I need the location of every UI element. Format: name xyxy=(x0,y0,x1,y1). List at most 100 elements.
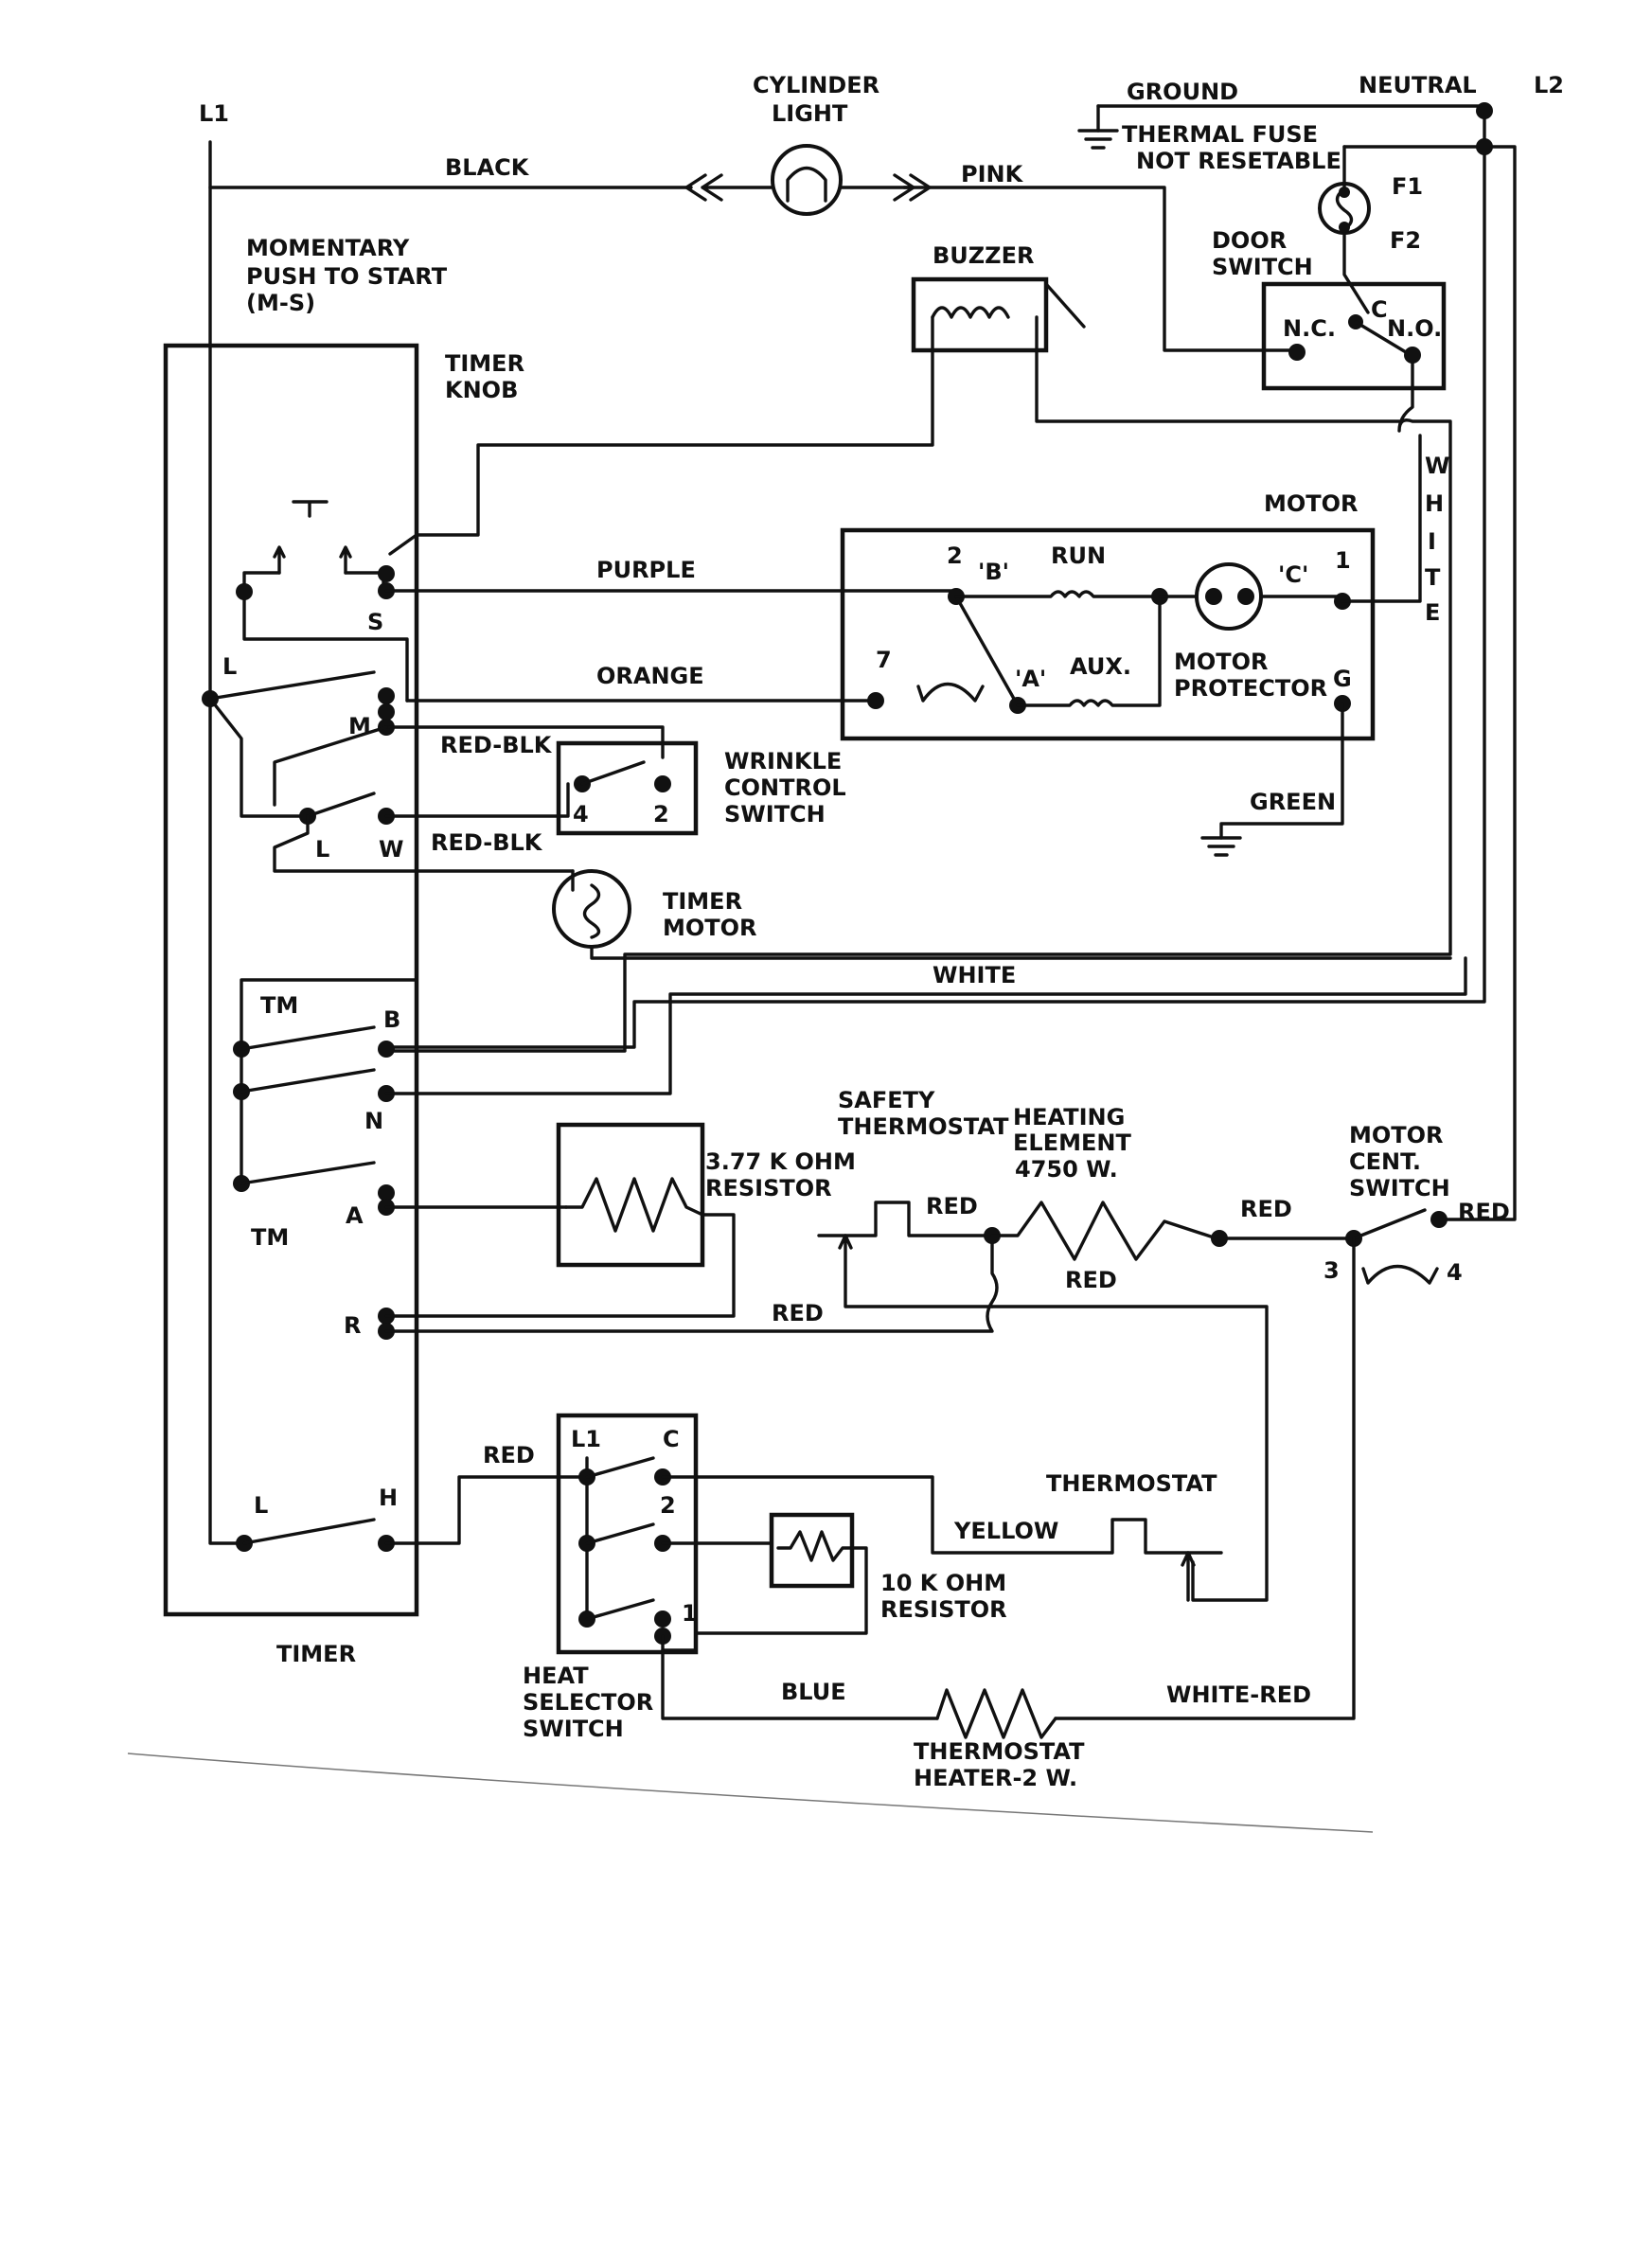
wrinkle-switch-box xyxy=(556,740,699,836)
label-nc: N.C. xyxy=(1283,315,1336,342)
label-timer: TIMER xyxy=(276,1641,356,1667)
label-r: R xyxy=(344,1312,361,1339)
selector-1-terminal-a xyxy=(654,1610,671,1628)
r-to-heater xyxy=(384,1229,999,1333)
b-terminal xyxy=(378,1041,395,1058)
label-cylinder-1: CYLINDER xyxy=(753,72,879,98)
labels: L1 L2 NEUTRAL GROUND CYLINDER LIGHT BLAC… xyxy=(199,72,1564,1791)
neutral-wire xyxy=(384,110,1486,1049)
label-yellow: YELLOW xyxy=(953,1518,1058,1544)
label-thermostat-heater-2: HEATER-2 W. xyxy=(914,1765,1077,1791)
m-terminal-1 xyxy=(378,687,395,704)
label-buzzer: BUZZER xyxy=(933,242,1034,269)
label-resistor-377-2: RESISTOR xyxy=(705,1175,832,1201)
push-button-icon xyxy=(273,500,352,575)
buzzer xyxy=(388,276,1401,556)
door-nc-terminal xyxy=(1288,344,1306,361)
label-m3: 3 xyxy=(1323,1257,1340,1284)
label-heating-1: HEATING xyxy=(1013,1104,1125,1130)
label-term-7: 7 xyxy=(876,647,892,673)
label-n: N xyxy=(364,1108,383,1134)
label-hs-c: C xyxy=(663,1426,680,1452)
label-timer-knob-2: KNOB xyxy=(445,377,518,403)
label-term-c: 'C' xyxy=(1278,561,1308,588)
protector-contact-right xyxy=(1237,588,1254,605)
label-red-6: RED xyxy=(483,1442,535,1468)
light-connector-right xyxy=(839,173,932,202)
label-c: C xyxy=(1371,296,1388,323)
label-term-b: 'B' xyxy=(978,559,1009,585)
label-resistor-10k-2: RESISTOR xyxy=(880,1596,1007,1623)
label-blue: BLUE xyxy=(781,1679,846,1705)
label-hs-2: 2 xyxy=(660,1492,676,1519)
label-heating-2: ELEMENT xyxy=(1013,1130,1131,1156)
label-resistor-377-1: 3.77 K OHM xyxy=(705,1148,856,1175)
label-w: W xyxy=(379,836,403,863)
label-heat-selector-3: SWITCH xyxy=(523,1716,624,1742)
label-protector-2: PROTECTOR xyxy=(1174,675,1327,702)
label-l2: L2 xyxy=(1534,72,1564,98)
motor-terminal-7 xyxy=(867,692,884,709)
red-return-wire xyxy=(990,1305,1269,1602)
label-white: WHITE xyxy=(933,962,1016,988)
label-green: GREEN xyxy=(1250,789,1336,815)
main-wiring xyxy=(208,104,1517,1545)
label-neutral: NEUTRAL xyxy=(1359,72,1477,98)
neutral-node-2 xyxy=(1476,138,1493,155)
light-bulb-icon xyxy=(771,144,843,216)
resistor-377-box xyxy=(556,1122,705,1268)
buzzer-clapper xyxy=(1044,282,1086,329)
protector-contact-left xyxy=(1205,588,1222,605)
label-resistor-10k-1: 10 K OHM xyxy=(880,1570,1006,1596)
label-tm-top: TM xyxy=(260,992,298,1019)
ms-s-terminal-1 xyxy=(378,565,395,582)
label-term-1: 1 xyxy=(1335,547,1351,574)
thermostat-stem xyxy=(1181,1551,1196,1602)
label-f2: F2 xyxy=(1390,227,1421,254)
label-l-mid: L xyxy=(315,836,329,863)
label-l-top: L xyxy=(222,653,237,680)
wrinkle-terminal-2 xyxy=(654,775,671,792)
tm-blade-n xyxy=(240,1068,376,1094)
label-red-2: RED xyxy=(1240,1196,1292,1222)
label-term-g: G xyxy=(1333,666,1352,692)
m-terminal-2 xyxy=(378,703,395,721)
label-hs-1: 1 xyxy=(682,1600,698,1627)
ground-fuse-door xyxy=(1077,102,1493,391)
l-branch xyxy=(208,697,310,818)
light-connector-left xyxy=(684,173,773,202)
label-s: S xyxy=(367,609,383,635)
wrinkle-switch xyxy=(556,740,699,836)
lm-blade xyxy=(208,670,376,701)
l-mid-to-timer-motor xyxy=(273,814,575,873)
buzzer-wire-right xyxy=(1035,315,1401,423)
motor-ground-icon xyxy=(1200,836,1242,857)
mcs-to-white-red xyxy=(1054,1237,1356,1720)
motor-to-white xyxy=(1341,434,1422,603)
label-mcs-2: CENT. xyxy=(1349,1148,1421,1175)
green-wire xyxy=(1219,702,1344,840)
timer-motor-icon xyxy=(552,869,631,949)
mcs-rotation-icon xyxy=(1361,1264,1439,1285)
label-white-t: T xyxy=(1425,564,1441,591)
label-ground: GROUND xyxy=(1127,79,1238,105)
blue-wire xyxy=(661,1648,939,1720)
tm-blade-b xyxy=(240,1025,376,1051)
l2-wire xyxy=(1437,145,1517,1221)
door-switch-blade xyxy=(1354,320,1412,357)
buzzer-coil-icon xyxy=(931,306,1010,319)
label-m: M xyxy=(348,713,371,739)
m-to-wrinkle xyxy=(384,725,665,759)
timer-motor xyxy=(552,869,1452,960)
w-to-wrinkle xyxy=(384,782,570,818)
door-no-terminal xyxy=(1404,347,1421,364)
label-no: N.O. xyxy=(1387,315,1442,342)
label-l-bottom: L xyxy=(254,1492,268,1519)
tm-blade-a xyxy=(240,1161,376,1185)
label-timer-motor-2: MOTOR xyxy=(663,915,757,941)
label-white-w: W xyxy=(1425,453,1449,479)
m-to-l-bar xyxy=(273,725,388,807)
motor-box xyxy=(840,527,1376,741)
label-mcs-1: MOTOR xyxy=(1349,1122,1444,1148)
